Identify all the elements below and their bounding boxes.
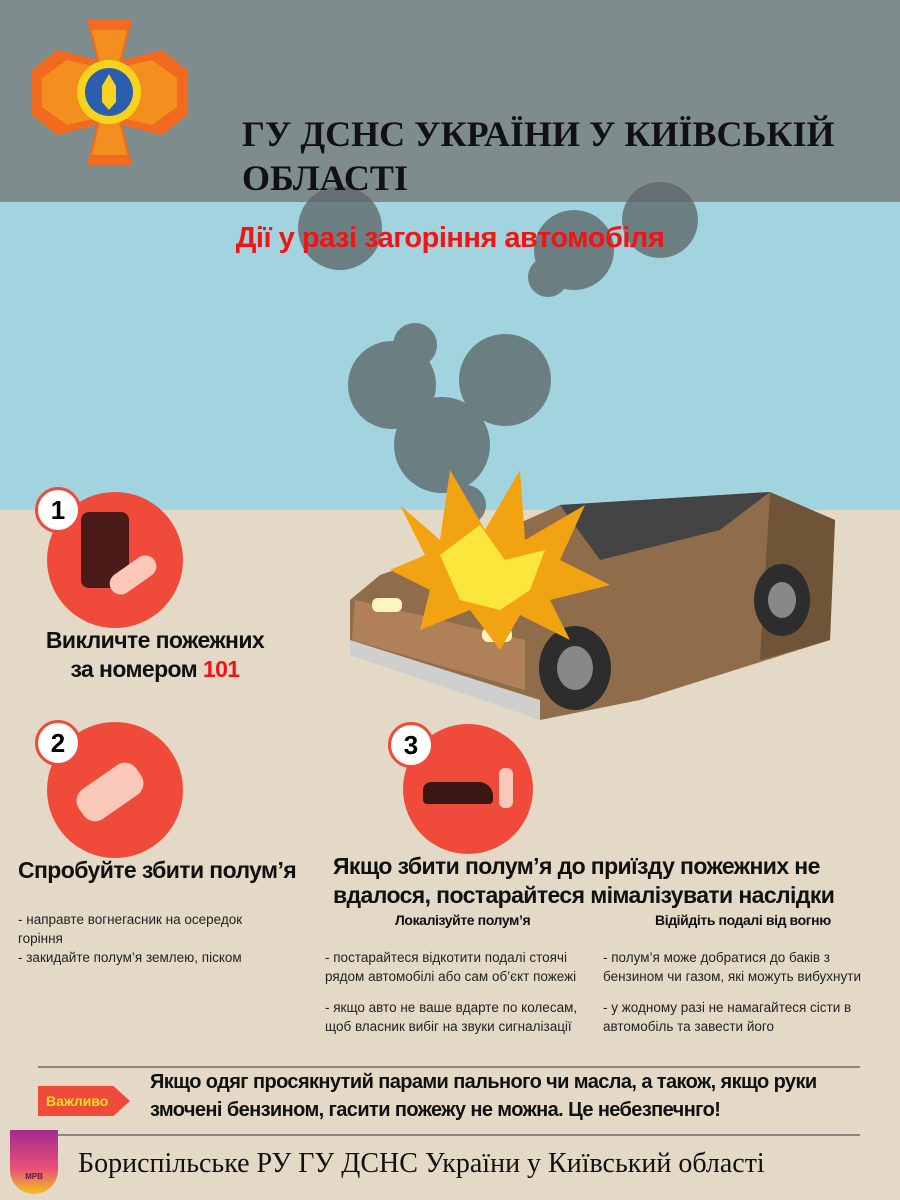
step-2-title: Спробуйте збити полум’я xyxy=(18,857,297,883)
divider xyxy=(38,1134,860,1136)
step-number-badge: 1 xyxy=(35,487,81,533)
footer-text: Бориспільське РУ ГУ ДСНС України у Київс… xyxy=(78,1148,765,1179)
main-title: Дії у разі загоріння автомобіля xyxy=(235,222,665,254)
important-text: Якщо одяг просякнутий парами пального чи… xyxy=(150,1071,817,1121)
step-number-badge: 2 xyxy=(35,720,81,766)
column-heading: Локалізуйте полум’я xyxy=(395,912,531,928)
bullet: - постарайтеся відкотити подалі стоячі р… xyxy=(325,950,577,984)
step-1-title: Викличте пожежних за номером 101 xyxy=(45,627,265,682)
bullet: - якщо авто не ваше вдарте по колесам, щ… xyxy=(325,1000,578,1034)
burning-car-illustration xyxy=(298,182,835,720)
organization-title: ГУ ДСНС УКРАЇНИ У КИЇВСЬКІЙ ОБЛАСТІ xyxy=(242,114,835,198)
bullet: - у жодному разі не намагайтеся сісти в … xyxy=(603,1000,852,1034)
step-3-title: Якщо збити полум’я до приїзду пожежних н… xyxy=(333,853,835,908)
phone-number: 101 xyxy=(202,656,240,682)
divider xyxy=(38,1066,860,1068)
step-2-bullets: - направте вогнегасник на осередок горін… xyxy=(18,912,243,965)
dsns-emblem-icon xyxy=(32,20,187,165)
important-badge: Важливо xyxy=(38,1086,130,1116)
step-number-badge: 3 xyxy=(388,722,434,768)
bullet: - полум’я може добратися до баків з бенз… xyxy=(603,950,861,984)
column-heading: Відійдіть подалі від вогню xyxy=(655,912,831,928)
mrv-logo-icon: МРВ xyxy=(10,1130,58,1198)
